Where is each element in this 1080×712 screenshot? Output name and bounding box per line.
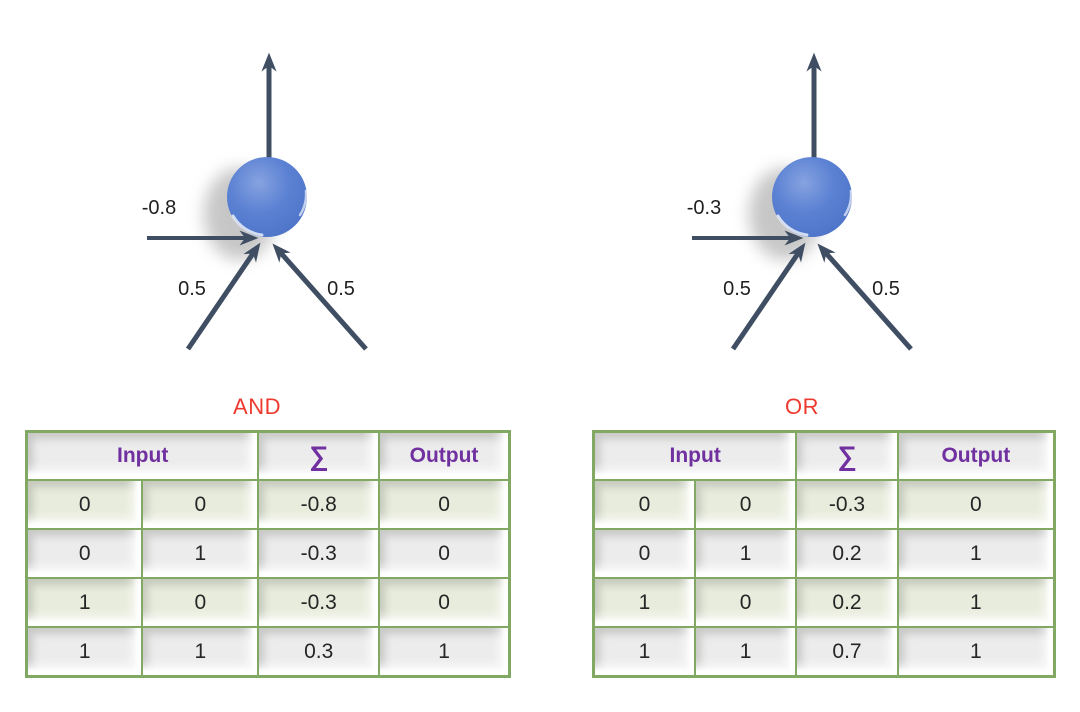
input2-arrow [817,243,913,351]
table-header-row: Input ∑ Output [25,430,511,481]
input1-arrow [730,242,806,351]
and-input2-weight-label: 0.5 [327,278,355,300]
cell: 1 [378,626,511,678]
cell: -0.3 [257,528,381,579]
cell: 0.2 [795,577,899,628]
and-bias-weight-label: -0.8 [141,197,177,219]
output-header: Output [378,430,511,481]
cell: -0.3 [257,577,381,628]
cell: 0 [378,577,511,628]
cell: 1 [896,577,1056,628]
or-input2-weight-label: 0.5 [872,278,900,300]
cell: 0 [693,577,798,628]
cell: 0 [896,479,1056,530]
panel-and: -0.8 0.5 0.5 AND Input ∑ Output 0 0 -0.8… [25,52,511,678]
cell: 1 [592,577,696,628]
cell: -0.8 [257,479,381,530]
cell: 1 [896,528,1056,579]
sum-header: ∑ [795,430,899,481]
cell: 0 [378,528,511,579]
table-row: 0 1 0.2 1 [592,528,1056,579]
and-input1-weight-label: 0.5 [178,278,206,300]
input1-arrow [185,242,261,351]
table-row: 0 0 -0.3 0 [592,479,1056,530]
table-header-row: Input ∑ Output [592,430,1056,481]
or-bias-weight-label: -0.3 [686,197,722,219]
neuron-gloss [298,189,308,217]
neuron-gloss [231,214,264,237]
cell: 0 [25,528,144,579]
input-header: Input [592,430,798,481]
panel-or: -0.3 0.5 0.5 OR Input ∑ Output 0 0 -0.3 … [545,0,1080,712]
input2-arrow [272,243,368,351]
cell: 0 [141,479,260,530]
cell: 1 [693,528,798,579]
table-row: 1 0 0.2 1 [592,577,1056,628]
cell: 0 [378,479,511,530]
neuron-node [227,157,307,237]
neuron-gloss [776,214,809,237]
cell: -0.3 [795,479,899,530]
or-perceptron-diagram [692,52,913,351]
cell: 0 [25,479,144,530]
neuron-node [772,157,852,237]
cell: 1 [592,626,696,678]
and-truth-table: Input ∑ Output 0 0 -0.8 0 0 1 -0.3 0 1 0… [25,430,511,678]
cell: 0 [592,479,696,530]
table-row: 0 1 -0.3 0 [25,528,511,579]
and-caption: AND [233,394,281,419]
input-header: Input [25,430,260,481]
table-row: 1 1 0.7 1 [592,626,1056,678]
cell: 1 [693,626,798,678]
output-header: Output [896,430,1056,481]
and-perceptron-diagram [147,52,368,351]
cell: 0 [141,577,260,628]
table-row: 0 0 -0.8 0 [25,479,511,530]
cell: 0.2 [795,528,899,579]
neuron-gloss [843,189,853,217]
cell: 1 [896,626,1056,678]
cell: 1 [141,626,260,678]
sum-header: ∑ [257,430,381,481]
cell: 1 [25,626,144,678]
table-row: 1 0 -0.3 0 [25,577,511,628]
cell: 0 [592,528,696,579]
or-truth-table: Input ∑ Output 0 0 -0.3 0 0 1 0.2 1 1 0 … [592,430,1056,678]
cell: 0.7 [795,626,899,678]
cell: 0.3 [257,626,381,678]
table-row: 1 1 0.3 1 [25,626,511,678]
cell: 1 [25,577,144,628]
or-input1-weight-label: 0.5 [723,278,751,300]
cell: 0 [693,479,798,530]
or-caption: OR [785,394,819,419]
cell: 1 [141,528,260,579]
